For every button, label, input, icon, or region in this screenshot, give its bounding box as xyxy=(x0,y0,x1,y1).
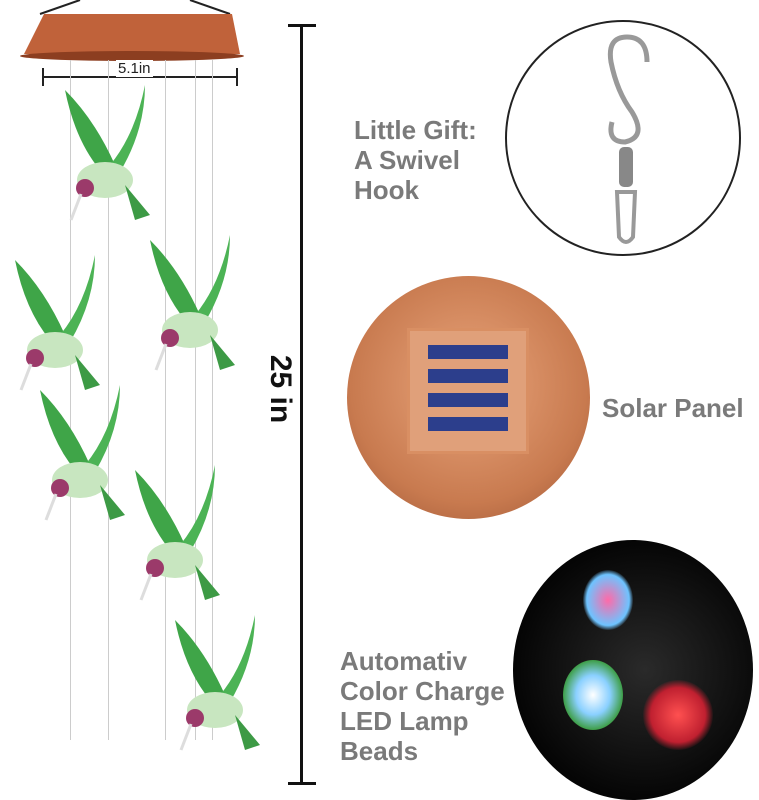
string xyxy=(108,60,109,740)
hummingbird xyxy=(38,383,127,522)
swivel-hook-image xyxy=(505,20,741,256)
solar-panel-image xyxy=(347,276,590,519)
led-bird-glow xyxy=(643,680,713,750)
callout-line: Color Charge xyxy=(340,676,505,706)
hummingbird xyxy=(173,613,262,752)
string xyxy=(165,60,166,740)
hook-icon xyxy=(607,34,650,244)
hummingbird xyxy=(63,83,152,222)
hummingbird xyxy=(133,463,222,602)
height-label: 25 in xyxy=(263,334,297,444)
hummingbird xyxy=(148,233,237,372)
led-bird-glow xyxy=(563,660,623,730)
width-tick-right xyxy=(236,68,238,86)
height-dimension-line xyxy=(300,26,303,784)
callout-line: Automativ xyxy=(340,646,468,676)
hummingbird xyxy=(13,253,102,392)
led-bird-glow xyxy=(583,570,633,630)
solar-cell xyxy=(428,417,508,431)
width-dimension-line xyxy=(42,76,238,78)
string xyxy=(70,60,71,740)
solar-callout: Solar Panel xyxy=(602,393,744,423)
callout-line: Little Gift: xyxy=(354,115,477,145)
led-callout: Automativ Color Charge LED Lamp Beads xyxy=(340,646,505,766)
height-tick-top xyxy=(288,24,316,27)
led-lamp-image xyxy=(513,540,753,800)
solar-lid xyxy=(20,0,244,61)
string xyxy=(212,60,213,740)
string xyxy=(195,60,196,740)
callout-line: Solar Panel xyxy=(602,393,744,423)
callout-line: Beads xyxy=(340,736,419,766)
callout-line: A Swivel xyxy=(354,145,460,175)
height-tick-bottom xyxy=(288,782,316,785)
solar-cell xyxy=(428,369,508,383)
solar-cell xyxy=(428,393,508,407)
width-label: 5.1in xyxy=(116,60,153,77)
gift-callout: Little Gift: A Swivel Hook xyxy=(354,115,477,205)
width-tick-left xyxy=(42,68,44,86)
solar-cell xyxy=(428,345,508,359)
callout-line: Hook xyxy=(354,175,419,205)
hummingbirds xyxy=(13,83,262,752)
callout-line: LED Lamp xyxy=(340,706,469,736)
